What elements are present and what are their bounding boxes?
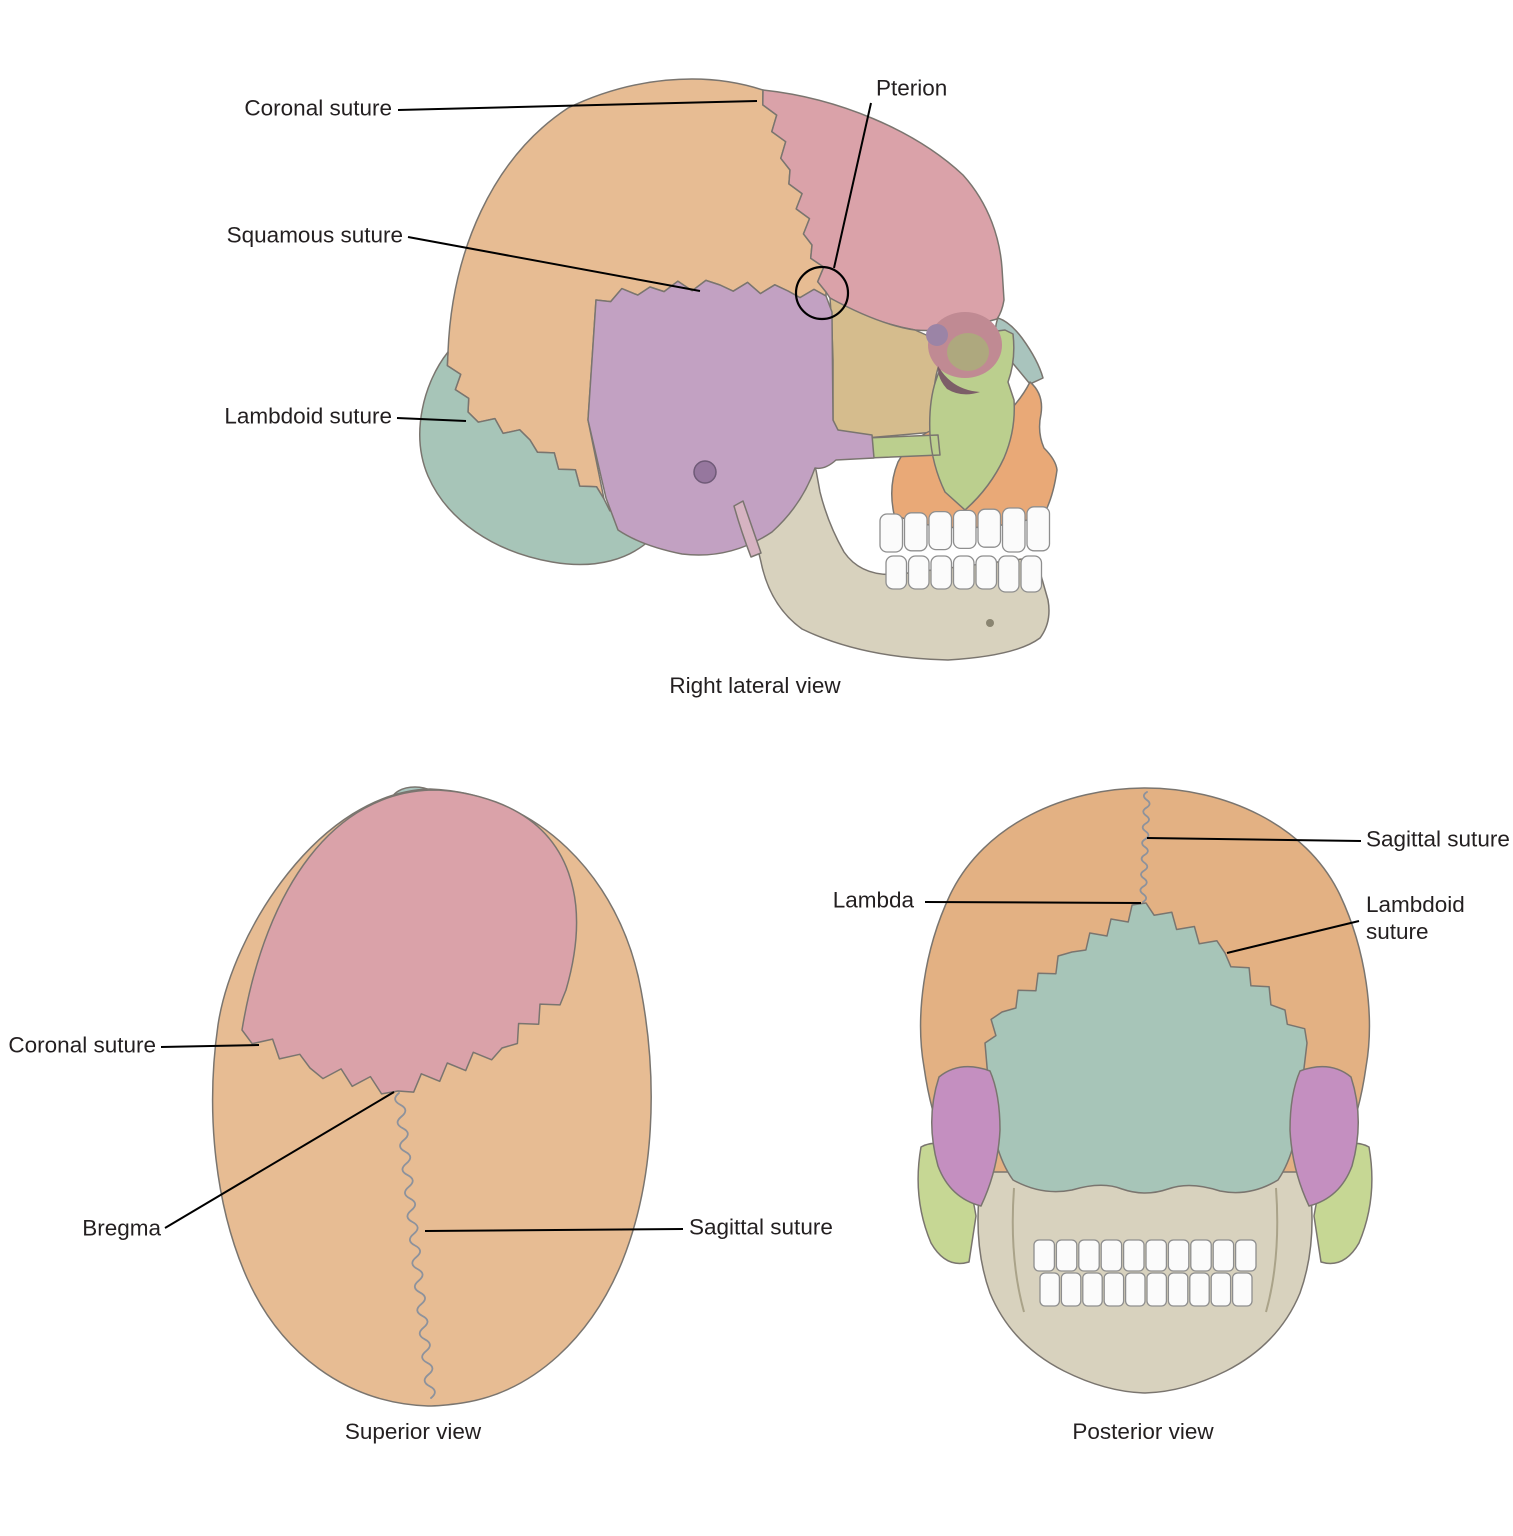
caption-right-lateral-view: Right lateral view (669, 673, 841, 698)
caption-posterior-view: Posterior view (1072, 1419, 1214, 1444)
label-pterion: Pterion (876, 75, 948, 101)
leader-bregma (164, 1091, 395, 1229)
label-coronal-suture-superior: Coronal suture (8, 1032, 156, 1058)
tooth (1234, 1239, 1257, 1272)
label-lambdoid-suture-posterior: Lambdoid suture (1366, 892, 1465, 945)
tooth (1124, 1272, 1146, 1307)
mastoid-right-posterior (1289, 1065, 1359, 1207)
posterior-view (917, 787, 1373, 1394)
leader-sagittal-superior (424, 1228, 684, 1232)
tooth (1039, 1272, 1061, 1307)
tooth (1146, 1272, 1168, 1307)
leader-pterion (833, 102, 872, 269)
styloid-process (733, 500, 762, 558)
label-squamous-suture: Squamous suture (226, 222, 403, 248)
tooth (1210, 1272, 1232, 1307)
tooth (997, 555, 1020, 593)
upper-teeth-posterior (1033, 1239, 1257, 1272)
label-bregma: Bregma (82, 1215, 161, 1241)
label-sagittal-suture-posterior: Sagittal suture (1366, 826, 1510, 852)
leader-coronal-lateral (397, 100, 758, 111)
tooth (1078, 1239, 1100, 1272)
leader-sagittal-posterior (1146, 837, 1362, 842)
tooth (1122, 1239, 1145, 1272)
pterion-circle (794, 265, 850, 321)
ramus-edge-left (1011, 1187, 1025, 1313)
leader-lambdoid-posterior (1226, 920, 1360, 954)
tooth (907, 555, 930, 590)
tooth (879, 513, 904, 553)
sagittal-suture-line-posterior (1139, 791, 1151, 903)
superior-view (160, 786, 684, 1407)
temporal-bone-lateral (587, 279, 875, 556)
orbit-fissure (937, 366, 980, 395)
tooth (1033, 1239, 1056, 1272)
sagittal-suture-line-superior (394, 1092, 436, 1399)
tooth (1167, 1272, 1189, 1307)
upper-teeth-lateral (879, 506, 1051, 553)
lower-teeth-lateral (885, 555, 1043, 593)
ramus-edge-right (1265, 1187, 1279, 1313)
label-coronal-suture-lateral: Coronal suture (244, 95, 392, 121)
tooth (1190, 1239, 1212, 1272)
mental-foramen-dot (986, 619, 994, 627)
tooth (1082, 1272, 1103, 1307)
tooth (977, 508, 1002, 548)
tooth (1060, 1272, 1082, 1307)
tooth (1231, 1272, 1253, 1307)
tooth (1100, 1239, 1123, 1272)
tooth (975, 555, 998, 590)
lower-teeth-posterior (1039, 1272, 1253, 1307)
tooth (1020, 555, 1043, 593)
tooth (952, 555, 975, 590)
tooth (928, 510, 953, 551)
tooth (1167, 1239, 1190, 1272)
tooth (1212, 1239, 1235, 1272)
label-sagittal-suture-superior: Sagittal suture (689, 1214, 833, 1240)
caption-superior-view: Superior view (344, 1419, 482, 1444)
tooth (1001, 507, 1026, 553)
ear-canal-icon (693, 460, 717, 484)
leader-lambda (924, 901, 1142, 904)
tooth (1189, 1272, 1210, 1307)
tooth (1145, 1239, 1168, 1272)
tooth (1103, 1272, 1125, 1307)
frontal-bone-superior (241, 789, 578, 1095)
leader-lambdoid-lateral (396, 417, 467, 422)
tooth (903, 512, 928, 552)
mastoid-left-posterior (931, 1065, 1001, 1207)
orbit-inner (947, 333, 989, 371)
tooth (1055, 1239, 1078, 1272)
leader-squamous-lateral (407, 236, 701, 292)
tooth (885, 555, 908, 590)
occipital-bone-lateral (419, 351, 651, 566)
label-lambdoid-suture-lateral: Lambdoid suture (224, 403, 392, 429)
tooth (1026, 506, 1051, 552)
tooth (930, 555, 953, 590)
label-lambda: Lambda (832, 887, 914, 913)
orbit-sphenoid-patch (926, 324, 948, 346)
tooth (952, 509, 977, 550)
lateral-view (396, 78, 1058, 661)
leader-coronal-superior (160, 1044, 260, 1048)
